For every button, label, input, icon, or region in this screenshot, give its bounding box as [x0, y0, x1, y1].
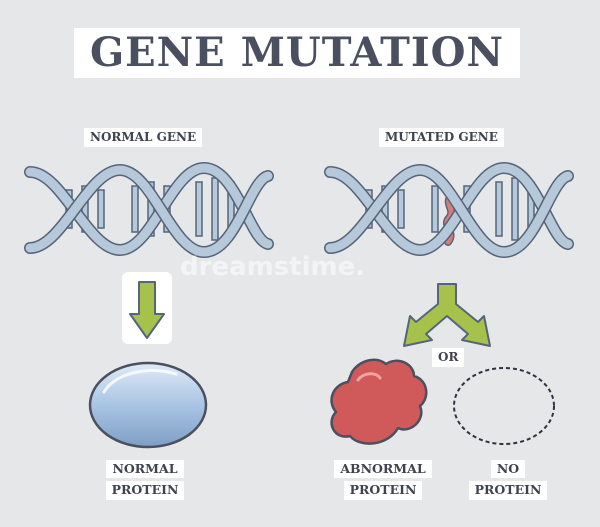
normal-gene-label: NORMAL GENE — [84, 128, 203, 147]
page-title: GENE MUTATION — [89, 29, 505, 76]
normal-caption-line-2: PROTEIN — [105, 481, 185, 500]
no-protein-caption-line-2: PROTEIN — [468, 481, 548, 500]
branching-arrow-icon — [403, 283, 491, 347]
normal-dna-helix — [24, 161, 274, 259]
title-box: GENE MUTATION — [74, 28, 520, 78]
normal-protein-shape — [88, 361, 208, 449]
normal-protein-caption: NORMAL PROTEIN — [100, 460, 190, 503]
normal-dna-strands — [24, 161, 274, 259]
down-arrow-icon — [122, 272, 172, 344]
abnormal-protein-shape — [330, 358, 428, 445]
no-protein-caption-line-1: NO — [490, 460, 526, 479]
mutated-gene-label: MUTATED GENE — [379, 128, 504, 147]
mutated-dna-helix — [324, 161, 574, 259]
no-protein-caption: NO PROTEIN — [458, 460, 558, 503]
watermark: dreamstime. — [180, 252, 366, 282]
or-label: OR — [432, 348, 465, 367]
abnormal-caption-line-1: ABNORMAL — [334, 460, 432, 479]
abnormal-caption-line-2: PROTEIN — [343, 481, 423, 500]
mutated-dna-strands — [324, 161, 574, 259]
normal-caption-line-1: NORMAL — [106, 460, 184, 479]
abnormal-protein-caption: ABNORMAL PROTEIN — [328, 460, 438, 503]
no-protein-outline — [453, 367, 555, 445]
